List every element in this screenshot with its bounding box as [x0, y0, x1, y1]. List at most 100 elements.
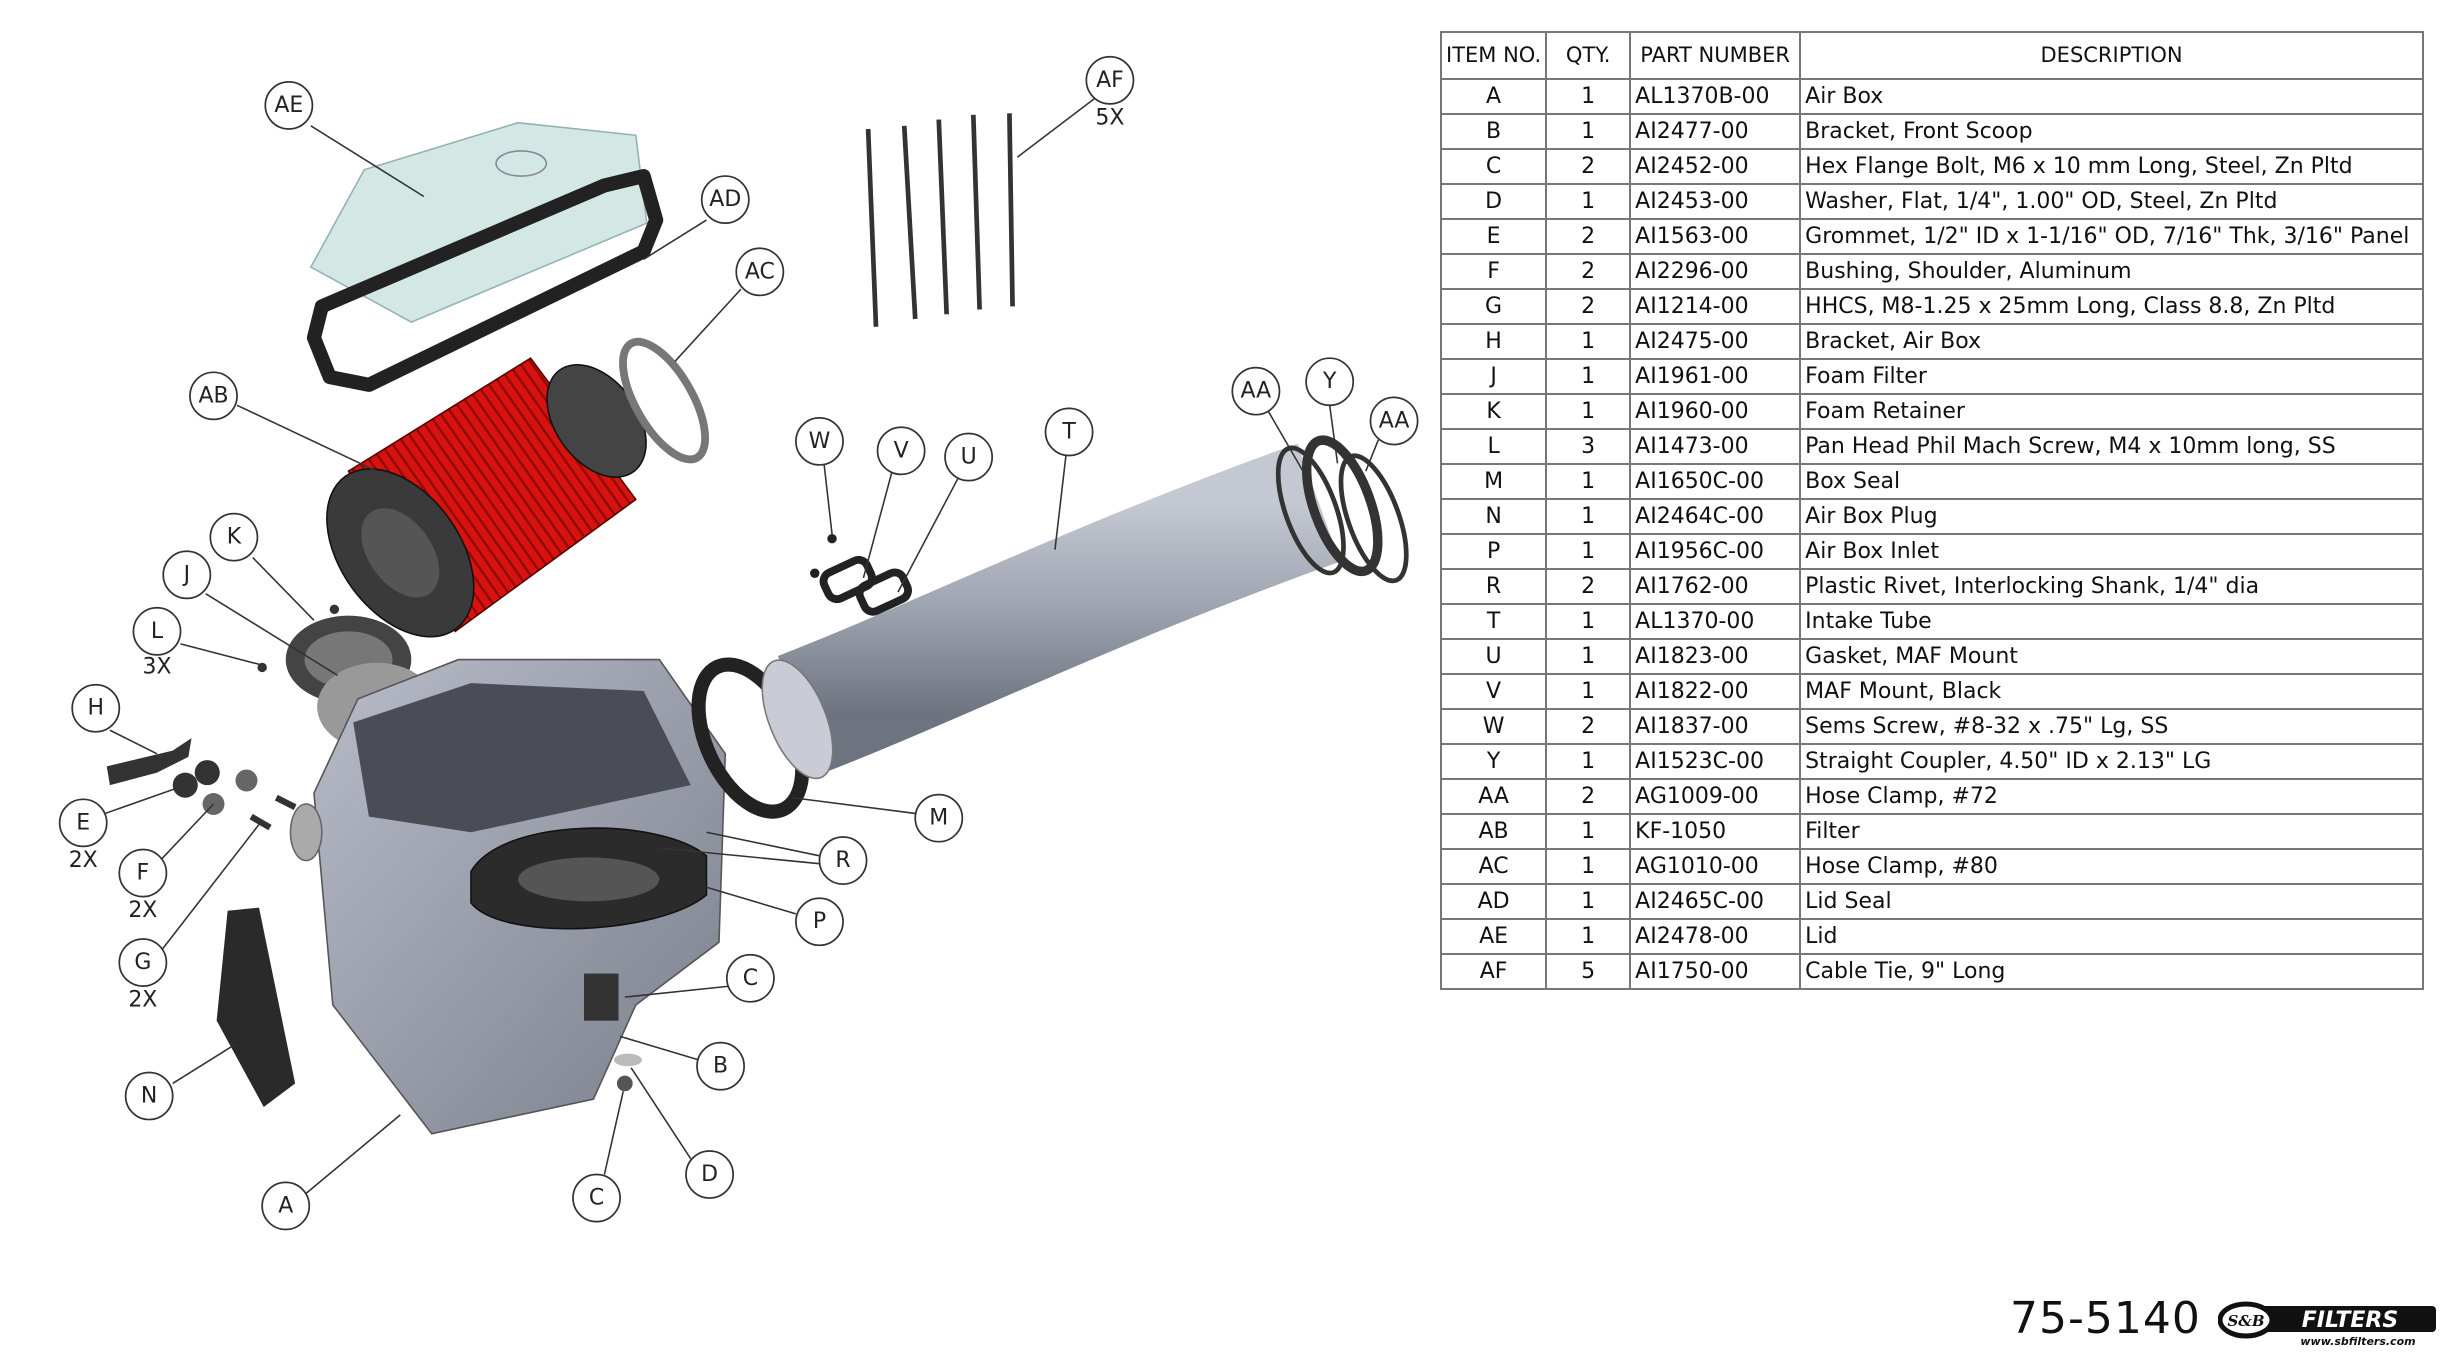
- cell-description: Lid: [1799, 918, 2424, 955]
- svg-text:C: C: [589, 1186, 604, 1211]
- cell-item-no: E: [1439, 218, 1548, 255]
- cell-qty: 1: [1545, 848, 1632, 885]
- cell-description: Grommet, 1/2" ID x 1-1/16" OD, 7/16" Thk…: [1799, 218, 2424, 255]
- cell-part-number: AI1523C-00: [1629, 743, 1802, 780]
- cell-description: Plastic Rivet, Interlocking Shank, 1/4" …: [1799, 568, 2424, 605]
- cell-item-no: H: [1439, 323, 1548, 360]
- cell-part-number: AI1837-00: [1629, 708, 1802, 745]
- callout-M: M: [914, 793, 964, 843]
- cell-qty: 1: [1545, 813, 1632, 850]
- callout-J: J: [162, 550, 212, 600]
- svg-text:AB: AB: [198, 383, 228, 408]
- svg-text:P: P: [813, 909, 826, 934]
- filter-part: [326, 357, 647, 638]
- cell-part-number: AI2296-00: [1629, 253, 1802, 290]
- cell-description: Bracket, Air Box: [1799, 323, 2424, 360]
- cell-qty: 1: [1545, 393, 1632, 430]
- cell-part-number: AI1214-00: [1629, 288, 1802, 325]
- cell-item-no: T: [1439, 603, 1548, 640]
- cell-qty: 1: [1545, 533, 1632, 570]
- callout-K: K: [209, 512, 259, 562]
- cell-item-no: J: [1439, 358, 1548, 395]
- cell-item-no: AE: [1439, 918, 1548, 955]
- cell-item-no: W: [1439, 708, 1548, 745]
- callout-C-upper: C: [725, 953, 775, 1003]
- svg-text:G: G: [134, 950, 151, 975]
- logo-url: www.sbfilters.com: [2300, 1335, 2415, 1348]
- cell-qty: 1: [1545, 673, 1632, 710]
- qty-note-E: 2X: [69, 848, 98, 873]
- maf-mount-parts: [810, 534, 912, 616]
- svg-text:AD: AD: [709, 187, 741, 212]
- cell-qty: 1: [1545, 358, 1632, 395]
- cell-part-number: AI2475-00: [1629, 323, 1802, 360]
- qty-note-F: 2X: [128, 898, 157, 923]
- callout-AC: AC: [735, 247, 785, 297]
- cell-part-number: AL1370-00: [1629, 603, 1802, 640]
- cell-qty: 1: [1545, 498, 1632, 535]
- cell-part-number: AI2478-00: [1629, 918, 1802, 955]
- logo-text: FILTERS: [2302, 1308, 2398, 1333]
- callout-B: B: [696, 1041, 745, 1091]
- cell-item-no: AF: [1439, 953, 1548, 990]
- cell-item-no: AC: [1439, 848, 1548, 885]
- cell-part-number: AI1961-00: [1629, 358, 1802, 395]
- cell-description: Cable Tie, 9" Long: [1799, 953, 2424, 990]
- cell-part-number: AI2465C-00: [1629, 883, 1802, 920]
- cell-qty: 2: [1545, 778, 1632, 815]
- cell-description: Air Box Plug: [1799, 498, 2424, 535]
- cell-description: MAF Mount, Black: [1799, 673, 2424, 710]
- cell-item-no: K: [1439, 393, 1548, 430]
- cell-part-number: AI1956C-00: [1629, 533, 1802, 570]
- svg-text:M: M: [929, 806, 948, 831]
- small-hardware-part: [106, 604, 643, 1092]
- cell-description: Foam Filter: [1799, 358, 2424, 395]
- callout-D: D: [685, 1150, 734, 1199]
- header-description: DESCRIPTION: [1799, 31, 2424, 80]
- cell-part-number: AI2453-00: [1629, 183, 1802, 220]
- qty-note-L: 3X: [142, 655, 171, 680]
- cell-part-number: AI1822-00: [1629, 673, 1802, 710]
- cell-qty: 2: [1545, 288, 1632, 325]
- qty-note-AF: 5X: [1095, 105, 1124, 130]
- callout-AE: AE: [264, 81, 314, 130]
- hose-clamp-ac-part: [619, 337, 710, 464]
- cell-item-no: D: [1439, 183, 1548, 220]
- callout-AA-left: AA: [1231, 366, 1281, 416]
- cell-description: Sems Screw, #8-32 x .75" Lg, SS: [1799, 708, 2424, 745]
- callout-N: N: [124, 1071, 174, 1121]
- cell-item-no: C: [1439, 148, 1548, 185]
- cell-qty: 1: [1545, 78, 1632, 115]
- callout-L: L: [132, 606, 182, 656]
- svg-text:R: R: [835, 848, 850, 873]
- cell-item-no: AD: [1439, 883, 1548, 920]
- cell-description: Bracket, Front Scoop: [1799, 113, 2424, 150]
- leader-lines: [104, 96, 1380, 1194]
- cell-qty: 1: [1545, 463, 1632, 500]
- svg-text:C: C: [743, 966, 758, 991]
- qty-note-G: 2X: [128, 988, 157, 1013]
- header-qty: QTY.: [1545, 31, 1632, 80]
- cell-description: Washer, Flat, 1/4", 1.00" OD, Steel, Zn …: [1799, 183, 2424, 220]
- callout-G: G: [118, 938, 168, 987]
- callout-AA-right: AA: [1369, 396, 1419, 446]
- svg-text:L: L: [151, 619, 164, 644]
- cell-qty: 5: [1545, 953, 1632, 990]
- cell-description: Intake Tube: [1799, 603, 2424, 640]
- cell-item-no: L: [1439, 428, 1548, 465]
- cell-description: Filter: [1799, 813, 2424, 850]
- cell-qty: 2: [1545, 148, 1632, 185]
- cell-item-no: M: [1439, 463, 1548, 500]
